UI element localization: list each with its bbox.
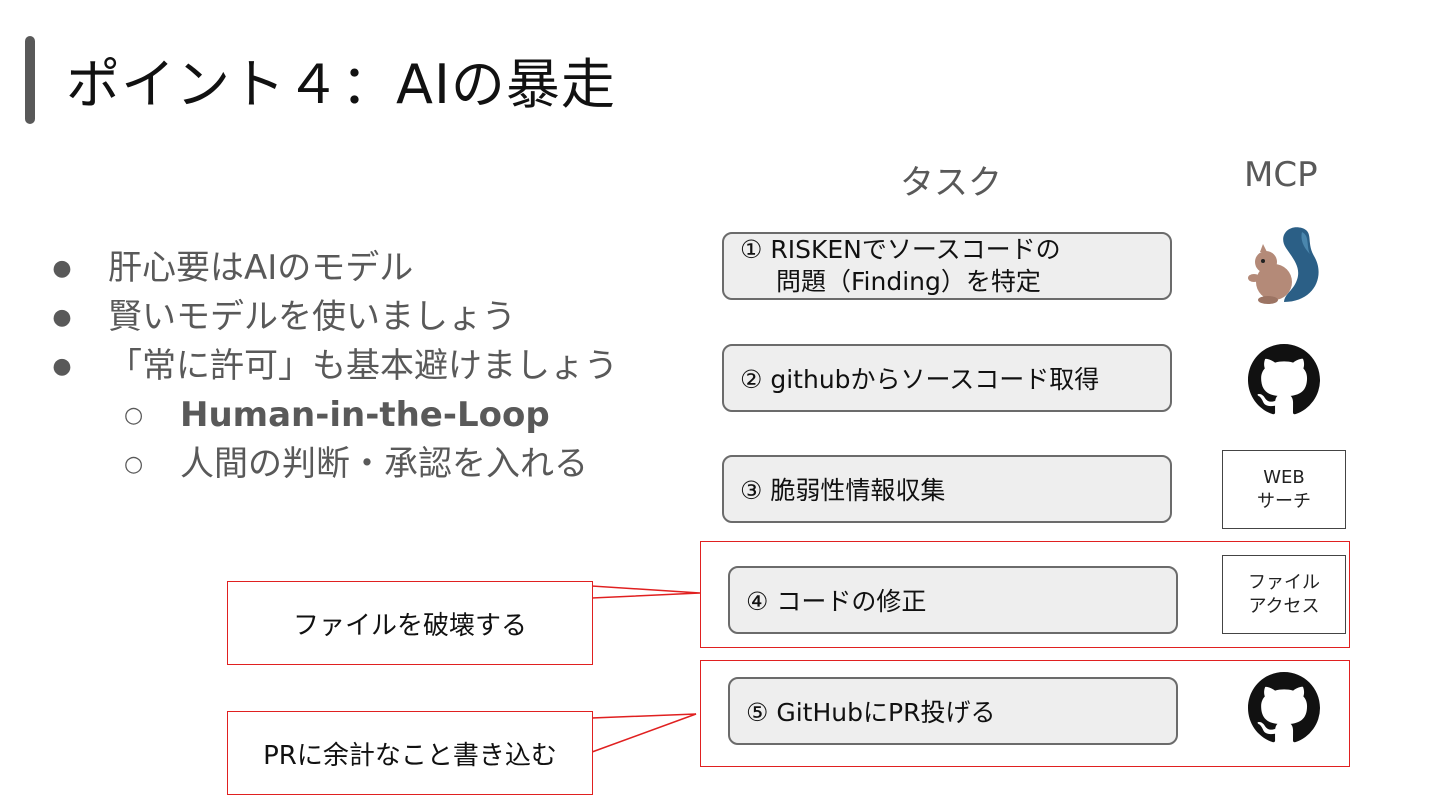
- github-icon: [1248, 344, 1320, 415]
- task-step-1: ① RISKENでソースコードの 問題（Finding）を特定: [722, 232, 1172, 300]
- squirrel-icon: [1248, 227, 1319, 304]
- title-accent-bar: [25, 36, 35, 124]
- task-step-3: ③ 脆弱性情報収集: [722, 455, 1172, 523]
- slide-title: ポイント４：AIの暴走: [66, 53, 616, 116]
- mcp-column-header: MCP: [1244, 155, 1318, 195]
- sub-bullet-ring: ○: [124, 452, 144, 477]
- web-search-line2: サーチ: [1257, 490, 1311, 512]
- web-search-box: WEB サーチ: [1222, 450, 1346, 529]
- highlight-frame-step4: [700, 541, 1350, 648]
- task-step-1-line2: 問題（Finding）を特定: [776, 267, 1041, 296]
- task-column-header: タスク: [900, 163, 1002, 203]
- sub-bullet-text: Human-in-the-Loop: [180, 395, 550, 435]
- web-search-line1: WEB: [1263, 466, 1305, 488]
- callout-pointer-file: [591, 585, 701, 599]
- callout-pointer-pr: [591, 713, 697, 754]
- callout-file-destroy: ファイルを破壊する: [227, 581, 593, 665]
- callout-pr-extra: PRに余計なこと書き込む: [227, 711, 593, 795]
- file-access-box: ファイル アクセス: [1222, 555, 1346, 634]
- task-step-5: ⑤ GitHubにPR投げる: [728, 677, 1178, 745]
- sub-bullet-text: 人間の判断・承認を入れる: [180, 444, 588, 484]
- bullet-text: 肝心要はAIのモデル: [108, 248, 414, 288]
- task-step-2: ② githubからソースコード取得: [722, 344, 1172, 412]
- bullet-dot: ●: [52, 354, 72, 379]
- file-access-line2: アクセス: [1248, 595, 1320, 617]
- bullet-dot: ●: [52, 305, 72, 330]
- task-step-1-line1: ① RISKENでソースコードの: [740, 235, 1061, 264]
- file-access-line1: ファイル: [1248, 571, 1320, 593]
- task-step-4: ④ コードの修正: [728, 566, 1178, 634]
- highlight-frame-step5: [700, 660, 1350, 767]
- bullet-dot: ●: [52, 256, 72, 281]
- bullet-text: 賢いモデルを使いましょう: [108, 297, 516, 337]
- sub-bullet-ring: ○: [124, 403, 144, 428]
- bullet-text: 「常に許可」も基本避けましょう: [108, 346, 618, 386]
- github-icon: [1248, 672, 1320, 743]
